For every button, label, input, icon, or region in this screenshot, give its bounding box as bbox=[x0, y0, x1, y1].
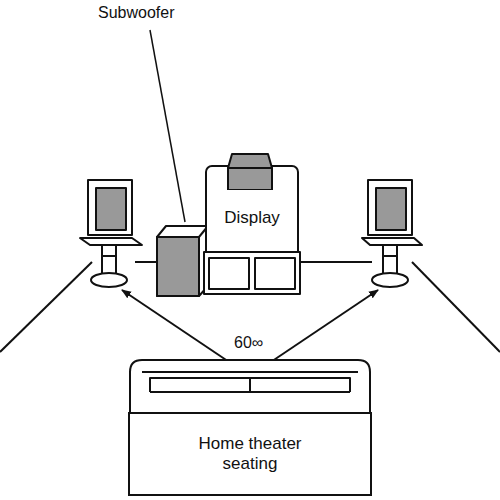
angle-label: 60∞ bbox=[232, 334, 265, 352]
display-screen: Display bbox=[214, 190, 290, 246]
seating-sofa: Home theater seating bbox=[128, 412, 372, 496]
node-text: Home theater seating bbox=[180, 434, 320, 475]
node-text: Display bbox=[224, 208, 280, 228]
callout-label: Subwoofer bbox=[96, 4, 177, 22]
